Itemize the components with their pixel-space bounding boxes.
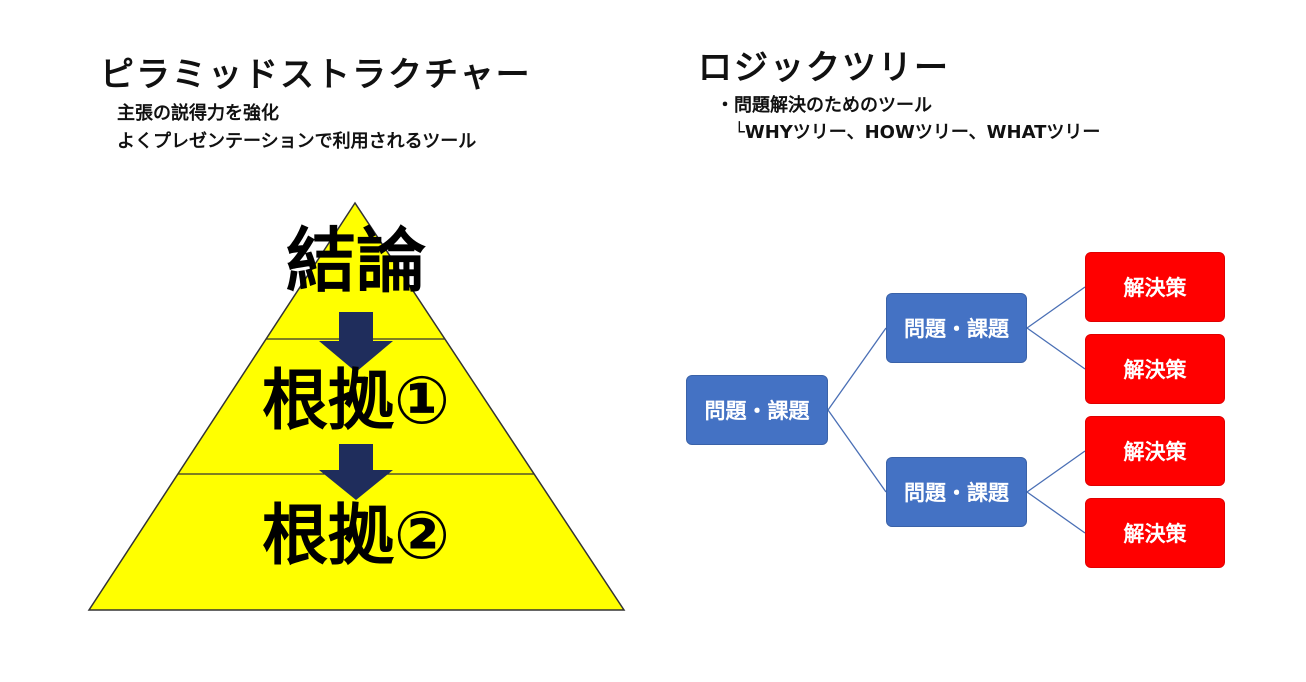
connector-branch-1-to-leaf-1 [1026,286,1086,329]
tree-solution-box-2: 解決策 [1085,334,1225,404]
pyramid-level-reason-1: 根拠① [262,362,450,439]
logic-tree-description-line-2: └WHYツリー、HOWツリー、WHATツリー [716,122,1101,143]
pyramid-title: ピラミッドストラクチャー [100,55,532,95]
tree-solution-label-3: 解決策 [1123,440,1187,464]
pyramid-arrow-down-2 [319,444,393,500]
tree-root-problem-label: 問題・課題 [704,399,810,423]
connector-root-to-branch-1 [827,327,887,411]
tree-solution-label-2: 解決策 [1123,358,1187,382]
tree-solution-label-1: 解決策 [1123,276,1187,300]
tree-solution-box-3: 解決策 [1085,416,1225,486]
tree-branch-1-problem-label: 問題・課題 [904,317,1009,341]
logic-tree-description-line-1: ・問題解決のためのツール [716,95,932,116]
tree-solution-label-4: 解決策 [1123,522,1187,546]
pyramid-level-reason-2: 根拠② [262,497,450,574]
tree-branch-1-problem-box: 問題・課題 [886,293,1027,363]
connector-branch-2-to-leaf-4 [1026,491,1086,534]
tree-solution-box-4: 解決策 [1085,498,1225,568]
pyramid-description-line-2: よくプレゼンテーションで利用されるツール [117,131,477,152]
connector-branch-2-to-leaf-3 [1026,450,1086,493]
pyramid-description-line-1: 主張の説得力を強化 [117,103,279,124]
connector-branch-1-to-leaf-2 [1026,327,1086,370]
logic-tree-title: ロジックツリー [698,48,950,88]
pyramid-level-conclusion: 結論 [286,220,426,302]
tree-solution-box-1: 解決策 [1085,252,1225,322]
tree-branch-2-problem-box: 問題・課題 [886,457,1027,527]
tree-root-problem-box: 問題・課題 [686,375,828,445]
pyramid-triangle [87,201,626,611]
pyramid-arrow-down-1 [319,312,393,372]
connector-root-to-branch-2 [827,409,887,493]
tree-branch-2-problem-label: 問題・課題 [904,481,1009,505]
